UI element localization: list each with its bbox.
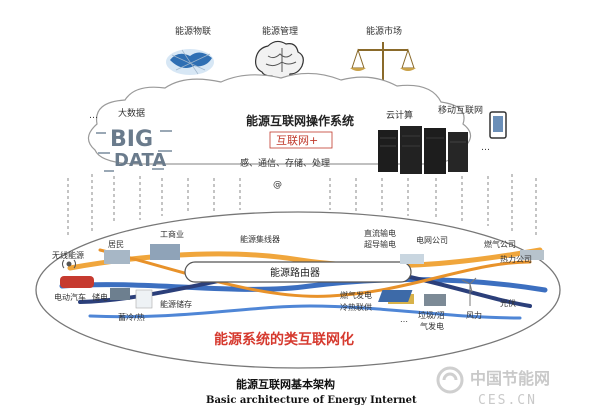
node-cold-heat-label: 蓄冷/热 bbox=[118, 312, 145, 322]
network-dots: … bbox=[400, 315, 408, 324]
energy-iot-icon bbox=[166, 49, 214, 75]
cloud-computing-label: 云计算 bbox=[386, 109, 413, 121]
node-ev-label: 电动汽车 bbox=[54, 292, 86, 302]
node-resident-label: 居民 bbox=[108, 240, 124, 249]
wind-turbine-icon bbox=[461, 277, 477, 306]
node-dc-line-label: 直流输电 bbox=[364, 228, 396, 238]
smartphone-icon bbox=[489, 111, 507, 139]
node-grid-company-label: 电网公司 bbox=[416, 235, 448, 245]
energy-router-bar bbox=[184, 261, 412, 283]
energy-system-title: 能源系统的类互联网化 bbox=[214, 331, 354, 348]
node-gas-company-label: 燃气公司 bbox=[484, 239, 516, 249]
node-superconduct-label: 超导输电 bbox=[364, 239, 396, 249]
node-storage-elec-label: 储电 bbox=[92, 292, 108, 302]
battery-image bbox=[110, 288, 130, 300]
caption-en: Basic architecture of Energy Internet bbox=[206, 395, 417, 406]
node-commercial-label: 工商业 bbox=[160, 229, 184, 239]
energy-management-label: 能源管理 bbox=[262, 25, 298, 37]
bigdata-icon: BIG DATA bbox=[96, 127, 172, 172]
pv-panel-image bbox=[378, 290, 413, 302]
wireless-icon bbox=[62, 259, 76, 269]
cloud-computing-server-icon bbox=[378, 126, 468, 174]
node-biogas-label: 气发电 bbox=[420, 321, 444, 331]
commercial-image bbox=[150, 244, 180, 260]
ev-image bbox=[60, 276, 94, 288]
cold-heat-image bbox=[135, 289, 153, 309]
node-chp-label: 冷热联供 bbox=[340, 302, 372, 312]
node-storage-label: 能源储存 bbox=[160, 299, 192, 309]
heat-company-image bbox=[520, 250, 544, 260]
node-wind-label: 风力 bbox=[466, 310, 482, 320]
caption-cn: 能源互联网基本架构 bbox=[236, 377, 335, 391]
os-functions: 感、通信、存储、处理 bbox=[240, 157, 330, 169]
bigdata-word-big: BIG bbox=[110, 127, 153, 152]
bigdata-word-data: DATA bbox=[114, 150, 166, 171]
energy-router-label: 能源路由器 bbox=[270, 266, 320, 279]
node-gas-power-label: 燃气发电 bbox=[340, 290, 372, 300]
node-images bbox=[60, 244, 544, 309]
energy-concentrator-label: 能源集线器 bbox=[240, 234, 280, 244]
node-pv-label: 光伏 bbox=[500, 298, 516, 308]
dashed-connectors bbox=[67, 174, 537, 238]
node-wireless-label: 无线能源 bbox=[52, 250, 84, 260]
bigdata-label: 大数据 bbox=[118, 107, 145, 119]
watermark-cn: 中国节能网 bbox=[470, 369, 550, 388]
cloud-dots-left: … bbox=[89, 111, 98, 121]
os-title: 能源互联网操作系统 bbox=[246, 113, 354, 128]
mobile-internet-label: 移动互联网 bbox=[438, 104, 483, 116]
energy-market-label: 能源市场 bbox=[366, 25, 402, 37]
watermark-url: CES.CN bbox=[478, 393, 537, 408]
watermark-logo: 中国节能网 CES.CN bbox=[436, 366, 550, 408]
node-heat-company-label: 热力公司 bbox=[500, 254, 532, 264]
energy-management-icon bbox=[255, 40, 304, 83]
at-symbol: @ bbox=[273, 180, 282, 190]
cloud-dots-right: … bbox=[481, 143, 490, 153]
energy-iot-label: 能源物联 bbox=[175, 25, 211, 37]
biogas-image bbox=[424, 294, 446, 306]
node-landfill-label: 垃圾/沼 bbox=[418, 310, 445, 320]
os-subtitle: 互联网+ bbox=[276, 134, 318, 147]
grid-company-image bbox=[400, 254, 424, 264]
resident-image bbox=[104, 250, 130, 264]
os-subtitle-box bbox=[269, 131, 333, 149]
